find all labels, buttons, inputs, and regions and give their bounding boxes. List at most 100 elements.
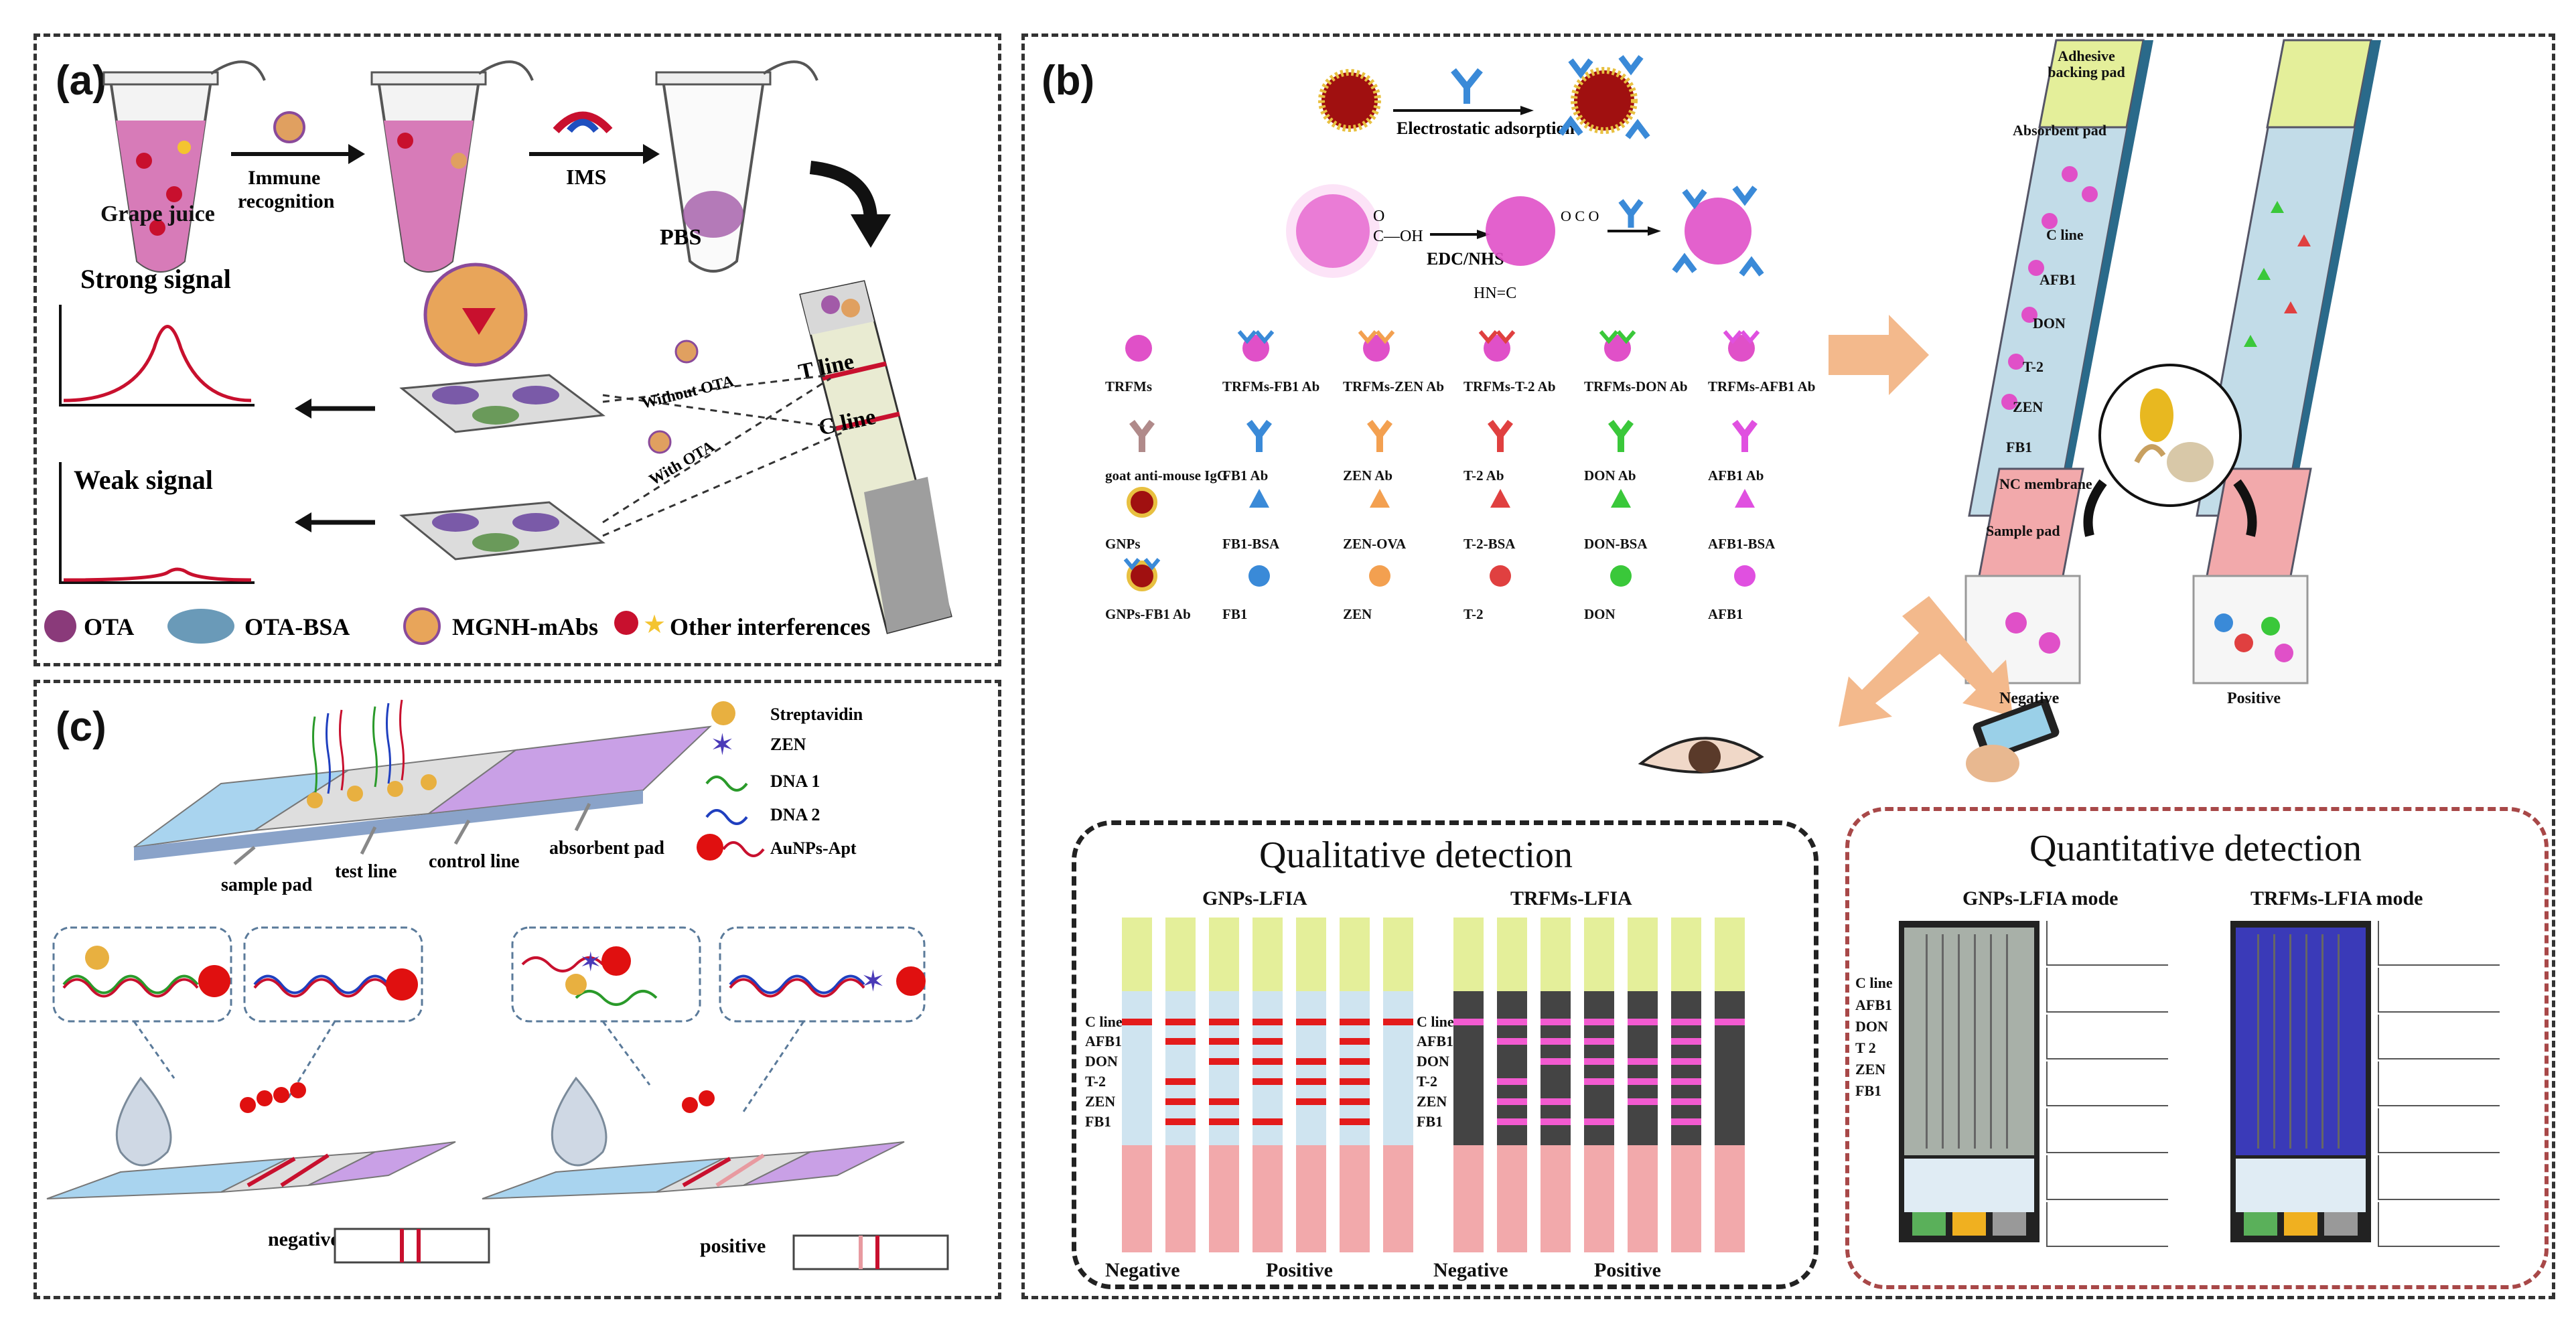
legend-grid-label: DON: [1584, 606, 1616, 622]
qual-line-label: AFB1: [1085, 1033, 1122, 1049]
qual-line-label: T-2: [1417, 1073, 1437, 1090]
test-line-mark: [1497, 1118, 1527, 1125]
grape-juice-tube: [102, 60, 266, 273]
arrow-to-strips: [1829, 315, 1929, 395]
test-line-mark: [1497, 1098, 1527, 1105]
legend-grid-label: T-2: [1463, 606, 1484, 622]
test-line-mark: [1671, 1038, 1701, 1045]
strip-divider: [1926, 934, 1928, 1149]
strip-pad-bottom: [1541, 1145, 1571, 1252]
svg-text:Electrostatic adsorption: Electrostatic adsorption: [1397, 119, 1575, 138]
qualitative-box: [1072, 820, 1818, 1289]
strip-pad-top: [1296, 918, 1326, 991]
strip-divider: [2289, 934, 2291, 1149]
strip-membrane: [1122, 991, 1152, 1145]
strip-membrane: [1628, 991, 1658, 1145]
qual-line-label: FB1: [1417, 1113, 1443, 1130]
qual-line-label: ZEN: [1417, 1093, 1447, 1110]
trfms-lfia-label: TRFMs-LFIA: [1510, 887, 1632, 909]
qualitative-title: Qualitative detection: [1259, 834, 1573, 876]
strip-label-samplepad: Sample pad: [1986, 522, 2060, 539]
plot-cell: [2378, 1015, 2500, 1059]
svg-text:C—OH: C—OH: [1373, 228, 1423, 245]
phone-screen: [2236, 928, 2366, 1155]
strip-label-don: DON: [2033, 315, 2066, 332]
strip-divider: [1974, 934, 1976, 1149]
plot-cell: [2046, 921, 2168, 966]
strip-pad-bottom: [1165, 1145, 1196, 1252]
test-line-mark: [1584, 1058, 1614, 1065]
strip-pad-bottom: [1584, 1145, 1614, 1252]
gnps-mode-label: GNPs-LFIA mode: [1962, 887, 2119, 909]
strip-positive: [2192, 39, 2381, 684]
gnps-lfia-label: GNPs-LFIA: [1202, 887, 1307, 909]
strip-divider: [1958, 934, 1960, 1149]
strip-membrane: [1715, 991, 1745, 1145]
plot-cell: [2378, 1061, 2500, 1106]
test-line-mark: [1340, 1019, 1370, 1025]
strip-label-cline: C line: [2046, 226, 2084, 243]
svg-text:test line: test line: [335, 861, 397, 882]
test-line-mark: [1340, 1118, 1370, 1125]
strip-label-nc: NC membrane: [1999, 475, 2092, 492]
test-line-mark: [1628, 1098, 1658, 1105]
svg-text:absorbent pad: absorbent pad: [549, 838, 664, 859]
svg-text:recognition: recognition: [238, 190, 335, 212]
strip-label-adhesive: Adhesive backing pad: [2048, 48, 2125, 80]
legend-grid-label: T-2 Ab: [1463, 467, 1504, 484]
strip-pad-bottom: [1383, 1145, 1413, 1252]
lateral-flow-strip-a: [799, 280, 952, 634]
strip-pad-bottom: [1497, 1145, 1527, 1252]
test-line-mark: [1584, 1038, 1614, 1045]
strip-label-fb1: FB1: [2006, 439, 2033, 455]
strip-pad-top: [1584, 918, 1614, 991]
test-line-mark: [1296, 1078, 1326, 1085]
legend-grid-label: GNPs-FB1 Ab: [1105, 606, 1191, 622]
strip-divider: [1942, 934, 1944, 1149]
strip-membrane: [1296, 991, 1326, 1145]
test-line-mark: [1165, 1118, 1196, 1125]
svg-text:MGNH-mAbs: MGNH-mAbs: [452, 613, 598, 640]
svg-text:control line: control line: [429, 851, 520, 872]
test-line-mark: [1541, 1038, 1571, 1045]
strip-pad-bottom: [1715, 1145, 1745, 1252]
strip-pad-top: [1671, 918, 1701, 991]
quantitative-box: [1845, 807, 2549, 1289]
quant-line-label: C line: [1855, 974, 1893, 991]
btn: [1993, 1212, 2026, 1236]
plot-cell: [2378, 1155, 2500, 1200]
legend-grid-label: TRFMs: [1105, 378, 1152, 394]
trfms-mode-label: TRFMs-LFIA mode: [2250, 887, 2423, 909]
plot-cell: [2378, 1108, 2500, 1153]
weak-signal-label: Weak signal: [74, 465, 213, 495]
test-line-mark: [1671, 1118, 1701, 1125]
svg-text:O: O: [1373, 208, 1384, 225]
qual-positive-2: Positive: [1594, 1259, 1661, 1281]
legend-grid-label: ZEN: [1343, 606, 1372, 622]
test-line-mark: [1165, 1098, 1196, 1105]
svg-text:Immune: Immune: [248, 167, 320, 189]
legend-grid-label: TRFMs-FB1 Ab: [1222, 378, 1320, 394]
qual-line-label: ZEN: [1085, 1093, 1116, 1110]
test-line-mark: [1209, 1118, 1239, 1125]
strip-pad-top: [1122, 918, 1152, 991]
strip-label-t2: T-2: [2023, 358, 2044, 375]
phone-controls: [1904, 1159, 2034, 1212]
quant-line-label: AFB1: [1855, 997, 1892, 1013]
phone-screen: [1904, 928, 2034, 1155]
test-line-mark: [1715, 1019, 1745, 1025]
test-line-mark: [1253, 1118, 1283, 1125]
plot-cell: [2046, 968, 2168, 1013]
qual-negative-1: Negative: [1105, 1259, 1180, 1281]
btn: [2324, 1212, 2358, 1236]
svg-text:✶: ✶: [861, 965, 885, 998]
pbs-tube: [655, 60, 818, 273]
strip-negative-label: Negative: [1999, 690, 2060, 707]
svg-text:✶: ✶: [710, 729, 735, 761]
strip-pad-top: [1628, 918, 1658, 991]
svg-text:Other interferences: Other interferences: [670, 613, 871, 640]
test-line-mark: [1340, 1038, 1370, 1045]
test-line-mark: [1165, 1078, 1196, 1085]
test-line-mark: [1671, 1098, 1701, 1105]
